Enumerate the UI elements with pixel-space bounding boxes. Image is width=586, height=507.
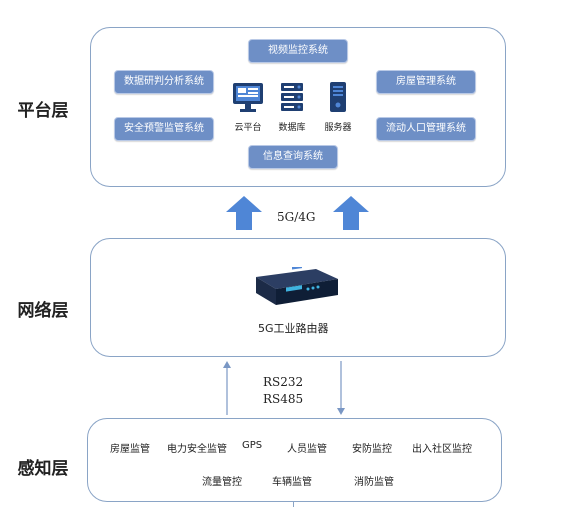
floating-population-chip: 流动人口管理系统: [376, 117, 476, 141]
database-label: 数据库: [278, 123, 306, 133]
perception-item-traffic: 流量管控: [202, 477, 242, 488]
rs485-label: RS485: [263, 392, 304, 406]
perception-item-fire: 消防监管: [354, 477, 394, 488]
database-icon: [281, 83, 303, 111]
router-label: 5G工业路由器: [258, 322, 329, 335]
housing-management-chip: 房屋管理系统: [376, 70, 476, 94]
database-item: 数据库: [270, 80, 314, 133]
server-label: 服务器: [324, 123, 352, 133]
downlink-arrow-icon: [337, 361, 345, 415]
info-query-chip: 信息查询系统: [248, 145, 338, 169]
perception-item-personnel: 人员监管: [287, 444, 327, 455]
right-up-arrow-icon: [333, 196, 369, 230]
perception-item-gps: GPS: [242, 440, 263, 451]
server-item: 服务器: [316, 80, 360, 133]
cloud-platform-item: 云平台: [226, 80, 270, 133]
link-5g-4g-label: 5G/4G: [277, 210, 316, 224]
left-up-arrow-icon: [226, 196, 262, 230]
video-monitoring-chip: 视频监控系统: [248, 39, 348, 63]
data-analysis-chip: 数据研判分析系统: [114, 70, 214, 94]
server-icon: [330, 82, 346, 112]
uplink-arrow-icon: [223, 361, 231, 415]
perception-panel: [87, 418, 502, 502]
network-layer-label: 网络层: [17, 301, 69, 321]
router-device: [246, 265, 342, 315]
safety-alert-chip: 安全预警监管系统: [114, 117, 214, 141]
cloud-platform-label: 云平台: [234, 123, 262, 133]
perception-item-community-access: 出入社区监控: [412, 444, 472, 455]
perception-item-vehicle: 车辆监管: [272, 477, 312, 488]
platform-layer-label: 平台层: [17, 101, 69, 121]
perception-layer-label: 感知层: [17, 459, 69, 479]
rs232-label: RS232: [263, 375, 304, 389]
monitor-icon: [233, 83, 263, 112]
perception-bottom-line: [293, 502, 294, 507]
perception-item-housing: 房屋监管: [110, 444, 150, 455]
perception-item-security: 安防监控: [352, 444, 392, 455]
perception-item-power-safety: 电力安全监管: [167, 444, 227, 455]
router-icon: [256, 265, 338, 305]
